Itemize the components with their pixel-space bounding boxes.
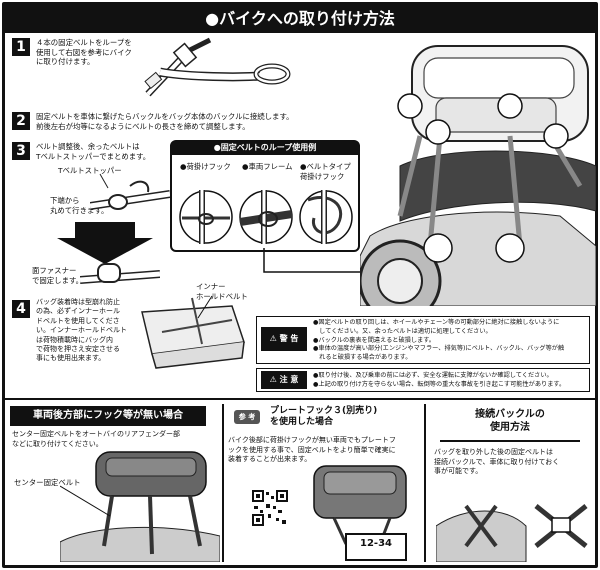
stopper-label: Tベルトストッパー [58,166,122,175]
belt-illustration [144,37,291,97]
no-hook-line: センター固定ベルトをオートバイのリアフェンダー部 [12,430,180,438]
step-4-number: 4 [12,300,30,318]
roll-label: 下端から 丸めて行きます。 [50,196,108,215]
loop-usage-illustrations [179,190,353,244]
fastener-label: 面ファスナー で固定します。 [32,266,83,285]
step-1-line: ４本の固定ベルトをループを [36,38,132,47]
loop-usage-heading: ●固定ベルトのループ使用例 [172,141,358,155]
roll-label-line: 下端から [50,196,80,205]
buckle-heading-underline [440,440,580,442]
reference-badge: 参 考 [234,410,260,424]
step-1-line: に取り付けます。 [36,57,95,67]
rear-fender-illustration [60,451,220,562]
buckle-usage-text: バッグを取り外した後の固定ベルトは 接続バックルで、車体に取り付けておく 事が可… [434,448,594,477]
step-4-line: い。インナーホールドベルト [36,326,127,335]
plate-hook-heading-line: プレートフック３(別売り) [270,406,378,416]
step-1-text: ４本の固定ベルトをループを 使用して右図を参考にバイク に取り付けます。 [36,38,156,67]
loop-usage-box: ●固定ベルトのループ使用例 ●荷掛けフック ●車両フレーム ●ベルトタイプ 荷掛… [170,140,360,252]
plate-hook-heading-line: を使用した場合 [270,417,334,427]
center-belt-label: センター固定ベルト [14,478,81,487]
step-2-number: 2 [12,112,30,130]
loop-label-line: 荷掛けフック [300,171,345,181]
warning-line: ●固定ベルトの取り回しは、ホイールやチェーン等の可動部分に絶対に接触しないように [313,319,560,326]
column-divider [424,404,426,562]
step-1-line: 使用して右図を参考にバイク [36,47,132,57]
buckle-line: バッグを取り外した後の固定ベルトは [434,448,553,456]
buckle-heading-line: 接続バックルの [475,409,545,420]
buckle-heading-line: 使用方法 [490,422,530,433]
buckle-line: 事が可能です。 [434,467,483,476]
column-divider [222,404,224,562]
step-1-number: 1 [12,38,30,56]
no-hook-text: センター固定ベルトをオートバイのリアフェンダー部 などに取り付けてください。 [12,430,220,449]
step-4-line: バッグ装着時は型崩れ防止 [36,298,120,306]
license-plate-number: 12-34 [360,538,392,549]
step-3-line: ベルト調整後、余ったベルトは [36,142,140,151]
step-4-text: バッグ装着時は型崩れ防止 の為、必ずインナーホール ドベルトを使用してくださ い… [36,298,132,364]
no-hook-heading: 車両後方部にフック等が無い場合 [10,406,206,426]
warning-box: ⚠ 警 告 ●固定ベルトの取り回しは、ホイールやチェーン等の可動部分に絶対に接触… [256,316,590,364]
fastener-label-line: で固定します。 [32,275,83,285]
step-3-number: 3 [12,142,30,160]
caution-box: ⚠ 注 意 ●取り付け後、及び乗車の前には必ず、安全な運転に支障がないか確認して… [256,368,590,392]
step-4-line: の為、必ずインナーホール [36,307,120,316]
plate-hook-line: 装着することが出来ます。 [228,455,312,464]
caution-line: ●取り付け後、及び乗車の前には必ず、安全な運転に支障がないか確認してください。 [313,372,553,379]
page-title: ●バイクへの取り付け方法 [5,5,595,33]
step-2-line: 前後左右が均等になるようにベルトの長さを締めて調整します。 [36,121,250,131]
warning-text: ●固定ベルトの取り回しは、ホイールやチェーン等の可動部分に絶対に接触しないように… [313,319,589,363]
inner-hold-belt-label-line: インナー [196,282,226,291]
buckle-illustration [436,504,588,562]
loop-label-frame: ●車両フレーム [242,162,293,171]
fastener-illustration [80,263,160,284]
warning-line: ●車体の温度が高い部分(エンジンやマフラー、排気等)にベルト、バックル、バッグ等… [313,345,565,353]
buckle-line: 接続バックルで、車体に取り付けておく [434,457,560,466]
step-3-line: Tベルトストッパーでまとめます。 [36,151,151,161]
no-hook-line: などに取り付けてください。 [12,439,103,448]
warning-line: してください。又、余ったベルトは適切に処理してください。 [313,327,492,335]
step-4-line: ドベルトを使用してくださ [36,316,120,325]
down-arrow-icon [57,222,153,264]
motorcycle-bag-illustration [360,45,596,306]
plate-hook-illustration [313,465,407,561]
buckle-usage-heading: 接続バックルの 使用方法 [440,408,580,434]
warning-badge: ⚠ 警 告 [261,327,307,351]
caution-line: ●上記の取り付け方を守らない場合、転倒等の重大な事故を引き起こす可能性があります… [313,381,566,388]
loop-label-hook: ●荷掛けフック [180,162,231,171]
step-4-line: で荷物を押さえ安定させる [36,345,120,354]
fastener-label-line: 面ファスナー [32,266,77,275]
step-4-line: 事にも使用出来ます。 [36,354,106,363]
qr-code [252,490,288,526]
caution-text: ●取り付け後、及び乗車の前には必ず、安全な運転に支障がないか確認してください。 … [313,371,589,389]
step-2-line: 固定ベルトを車体に繋げたらバックルをバッグ本体のバックルに接続します。 [36,112,294,121]
loop-label-line: ●ベルトタイプ [300,162,351,171]
inner-hold-belt-label-line: ホールドベルト [196,291,248,301]
step-2-text: 固定ベルトを車体に繋げたらバックルをバッグ本体のバックルに接続します。 前後左右… [36,112,336,131]
loop-label-belt-hook: ●ベルトタイプ 荷掛けフック [300,162,351,181]
caution-badge: ⚠ 注 意 [261,371,307,389]
stopper-illustration [90,173,170,210]
roll-label-line: 丸めて行きます。 [50,205,109,215]
section-divider [5,398,595,400]
plate-hook-heading: プレートフック３(別売り) を使用した場合 [270,406,377,428]
inner-bag-illustration [141,295,245,369]
step-4-line: は荷物積載時にバッグ内 [36,335,113,344]
plate-hook-line: バイク後部に荷掛けフックが無い車両でもプレートフ [228,436,396,444]
plate-hook-text: バイク後部に荷掛けフックが無い車両でもプレートフ ックを使用する事で、固定ベルト… [228,436,422,465]
plate-hook-line: ックを使用する事で、固定ベルトをより簡単で確実に [228,445,396,454]
warning-line: れると破損する場合があります。 [313,354,412,362]
warning-line: ●バックルの裏表を間違えると破損します。 [313,336,435,344]
inner-hold-belt-label: インナー ホールドベルト [196,282,248,301]
step-3-text: ベルト調整後、余ったベルトは Tベルトストッパーでまとめます。 [36,142,166,161]
